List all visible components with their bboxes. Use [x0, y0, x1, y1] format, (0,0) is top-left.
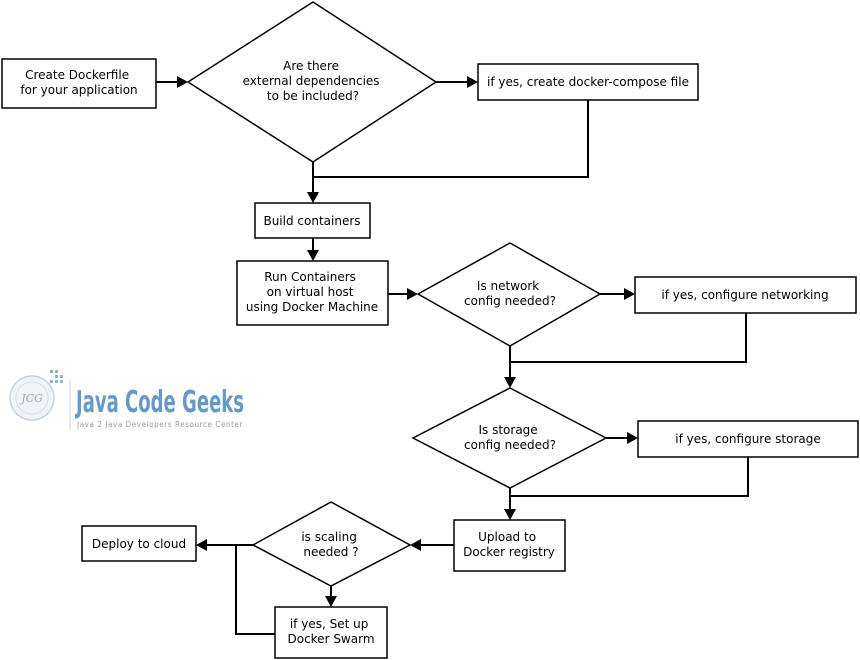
logo-tagline: Java 2 Java Developers Resource Center	[76, 420, 243, 429]
arrowhead	[196, 539, 207, 551]
node-upload-registry: Upload to Docker registry	[453, 519, 566, 572]
arrowhead	[627, 432, 638, 444]
logo-initials: JCG	[19, 392, 43, 405]
decision-network-config: Is network config needed?	[416, 242, 602, 347]
node-label-line: Deploy to cloud	[92, 537, 186, 551]
arrowhead	[504, 377, 516, 388]
node-label-line: if yes, Set up	[290, 617, 368, 631]
arrowhead	[307, 250, 319, 261]
node-label-line: for your application	[20, 83, 137, 97]
node-label-line: is scaling	[301, 530, 357, 544]
arrowhead	[467, 76, 478, 88]
svg-text:if yes, Set up Docker Sw: if yes, Set up Docker Swarm	[287, 617, 374, 646]
arrowhead	[407, 288, 418, 300]
svg-text:if yes, create docker-compose: if yes, create docker-compose file	[487, 75, 689, 89]
arrowhead	[325, 596, 337, 607]
node-label-line: Are there	[283, 59, 339, 73]
edge-storage-return	[510, 457, 749, 497]
node-label-line: to be included?	[267, 89, 359, 103]
node-label-line: needed ?	[303, 545, 358, 559]
node-docker-swarm: if yes, Set up Docker Swarm	[274, 606, 388, 659]
edge-compose-return	[313, 100, 589, 178]
node-compose-file: if yes, create docker-compose file	[477, 63, 699, 101]
svg-text:Build containers: Build containers	[263, 214, 360, 228]
arrowhead	[307, 192, 319, 203]
node-label-line: Upload to	[478, 530, 536, 544]
node-label-line: config needed?	[464, 438, 556, 452]
node-create-dockerfile: Create Dockerfile for your application	[1, 58, 157, 109]
svg-text:if yes, configure storage: if yes, configure storage	[675, 432, 821, 446]
svg-text:Upload to Docker registr: Upload to Docker registry	[463, 530, 555, 559]
node-label-line: if yes, configure storage	[675, 432, 821, 446]
decision-storage-config: Is storage config needed?	[411, 387, 608, 489]
node-label-line: config needed?	[464, 294, 556, 308]
arrowhead	[624, 288, 635, 300]
node-label-line: Build containers	[263, 214, 360, 228]
svg-text:Run Containers on virtua: Run Containers on virtual host using Doc…	[246, 270, 378, 314]
arrowhead	[410, 539, 421, 551]
logo-inner-ring-icon	[15, 381, 49, 415]
svg-text:is scaling needed ?: is scaling needed ?	[301, 530, 360, 559]
node-label-line: Docker registry	[463, 545, 555, 559]
node-configure-networking: if yes, configure networking	[634, 276, 857, 314]
decision-external-dependencies: Are there external dependencies to be in…	[186, 1, 438, 163]
node-build-containers: Build containers	[254, 202, 371, 239]
node-label-line: Is storage	[478, 423, 537, 437]
node-label-line: if yes, create docker-compose file	[487, 75, 689, 89]
node-label-line: if yes, configure networking	[661, 288, 828, 302]
logo-title: Java Code Geeks	[75, 385, 244, 420]
node-label-line: Create Dockerfile	[25, 68, 129, 82]
svg-text:Create Dockerfile for yo: Create Dockerfile for your application	[20, 68, 137, 97]
node-label-line: Run Containers	[264, 270, 356, 284]
node-label-line: on virtual host	[267, 285, 354, 299]
arrowhead	[177, 76, 188, 88]
node-configure-storage: if yes, configure storage	[637, 420, 859, 458]
svg-text:Are there external depen: Are there external dependencies to be in…	[243, 59, 384, 103]
logo-dots-icon	[50, 370, 63, 383]
node-deploy-cloud: Deploy to cloud	[81, 525, 197, 562]
java-code-geeks-logo: JCG Java Code Geeks Java 2 Java Develope…	[9, 370, 244, 430]
svg-text:if yes, configure networking: if yes, configure networking	[661, 288, 828, 302]
decision-scaling: is scaling needed ?	[251, 501, 412, 587]
svg-text:Is network config needed: Is network config needed?	[464, 279, 556, 308]
edge-swarm-return	[235, 545, 275, 635]
edge-networking-return	[510, 313, 747, 363]
arrowhead	[504, 509, 516, 520]
svg-text:Deploy to cloud: Deploy to cloud	[92, 537, 186, 551]
node-label-line: Docker Swarm	[287, 632, 374, 646]
node-label-line: Is network	[477, 279, 539, 293]
svg-text:Is storage config needed: Is storage config needed?	[464, 423, 556, 452]
node-run-containers: Run Containers on virtual host using Doc…	[236, 260, 389, 326]
node-label-line: using Docker Machine	[246, 300, 378, 314]
flow-edges	[156, 76, 749, 635]
node-label-line: external dependencies	[243, 74, 380, 88]
